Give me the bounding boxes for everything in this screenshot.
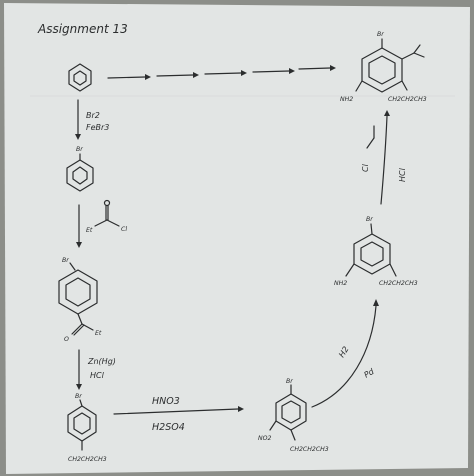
- assignment-title: Assignment 13: [37, 22, 128, 36]
- paper-sheet: [4, 3, 470, 474]
- reagent-febr3: FeBr3: [86, 123, 109, 132]
- amine-product-chain-label: CH2CH2CH3: [379, 280, 418, 287]
- benzene-ring: [68, 63, 92, 92]
- nitro-group-label: NO2: [258, 435, 271, 442]
- acyl-et-label: Et: [86, 226, 93, 234]
- step6-arrow: [380, 110, 390, 205]
- final-amine-label: NH2: [340, 96, 353, 103]
- ketone-et-label: Et: [95, 329, 102, 337]
- step3-arrow: [76, 349, 82, 390]
- step2-arrow: [76, 204, 82, 248]
- reagent-hno3: HNO3: [152, 396, 180, 407]
- alkyl-chloride-structure: [366, 125, 375, 149]
- propyl-chain-label: CH2CH2CH3: [68, 456, 107, 463]
- acyl-chloride-structure: [94, 199, 120, 227]
- ketone-o-label: O: [64, 336, 69, 343]
- acyl-cl-label: Cl: [121, 226, 127, 233]
- reagent-hcl: HCl: [90, 371, 105, 380]
- reagent-alkyl-cl: Cl: [361, 163, 370, 172]
- reagent-hcl-2: HCl: [398, 167, 407, 182]
- amine-product-ring: [353, 233, 391, 275]
- isopropyl-group: [401, 44, 425, 60]
- reagent-br2: Br2: [86, 111, 100, 120]
- reagent-h2so4: H2SO4: [152, 422, 185, 433]
- amine-product-br-label: Br: [366, 216, 373, 223]
- propyl-product-br-label: Br: [75, 393, 82, 400]
- final-chain-label: CH2CH2CH3: [388, 96, 427, 103]
- reagent-zn-hg: Zn(Hg): [87, 357, 116, 366]
- bromobenzene-ring: [66, 159, 94, 192]
- direct-route-arrow: [107, 65, 336, 80]
- final-product-br-label: Br: [377, 31, 384, 38]
- step1-arrow: [75, 99, 81, 140]
- bromobenzene-br-label: Br: [76, 146, 83, 153]
- nitro-product-chain-label: CH2CH2CH3: [290, 446, 329, 453]
- acyl-product-br-label: Br: [62, 257, 69, 264]
- step4-arrow: [113, 406, 244, 415]
- nitro-product-br-label: Br: [286, 378, 293, 385]
- step5-arrow: [311, 299, 379, 408]
- amine-group-label: NH2: [334, 280, 347, 287]
- ketone-side-chain: [71, 313, 94, 336]
